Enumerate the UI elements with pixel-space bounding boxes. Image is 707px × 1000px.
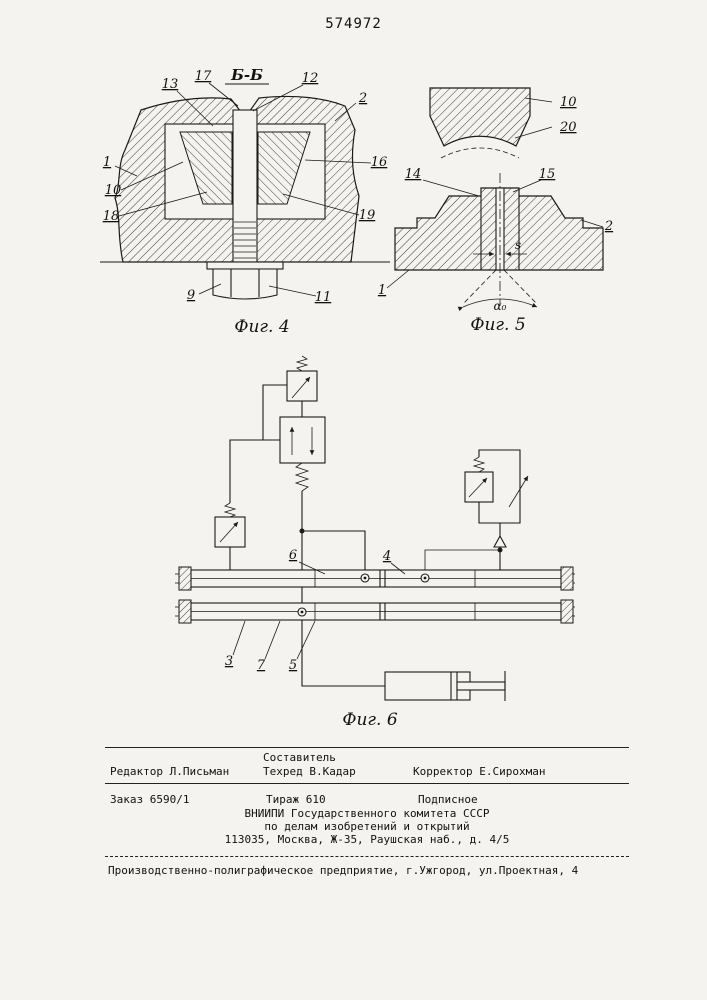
fig6-cylinder	[301, 620, 506, 701]
footer-rule-top	[105, 747, 629, 748]
fig5-label-10: 10	[560, 95, 577, 110]
fig5-label-2: 2	[604, 219, 613, 234]
fig5-caption: Фиг. 5	[470, 315, 526, 335]
fig6-left-relief-valve	[214, 439, 263, 570]
footer-rule-dashed	[105, 856, 629, 857]
fig4-label-18: 18	[103, 209, 120, 224]
footer-tirazh: Тираж 610	[266, 793, 326, 806]
fig4-label-11: 11	[315, 290, 332, 305]
fig6-label-7: 7	[257, 658, 266, 673]
patent-number: 574972	[325, 16, 382, 32]
fig4-label-17: 17	[195, 69, 212, 84]
fig4-washer	[206, 261, 284, 270]
fig5-dim-alpha0: α₀	[494, 299, 507, 313]
fig4-label-2: 2	[358, 91, 367, 106]
fig4-bolt-shaft	[232, 109, 258, 263]
fig4-threads	[234, 221, 256, 259]
fig6-label-4: 4	[382, 549, 391, 564]
fig4-label-16: 16	[371, 155, 388, 170]
footer-techred: Техред В.Кадар	[263, 765, 356, 778]
fig5-seat-arc	[440, 147, 520, 159]
footer-compiler-heading: Составитель	[263, 751, 336, 764]
fig6-upper-bar	[175, 566, 575, 591]
footer-printer-line: Производственно-полиграфическое предприя…	[108, 864, 579, 877]
fig4-section-label: Б-Б	[230, 66, 263, 84]
fig4-label-9: 9	[187, 288, 195, 303]
fig4-drawing: Б-Б	[100, 66, 390, 305]
footer-corrector: Корректор Е.Сирохман	[413, 765, 546, 778]
fig6-label-6: 6	[289, 548, 297, 563]
fig6-check-valve	[493, 534, 507, 548]
fig4-hex-head	[212, 268, 278, 300]
footer-org-line3: 113035, Москва, Ж-35, Раушская наб., д. …	[224, 833, 510, 846]
fig4-label-12: 12	[302, 71, 319, 86]
fig6-right-valve-group	[424, 449, 529, 574]
fig6-branch-line	[302, 530, 366, 574]
fig6-label-5: 5	[289, 658, 297, 673]
footer-podpisnoe: Подписное	[418, 793, 478, 806]
fig5-label-20: 20	[559, 120, 577, 135]
fig6-label-3: 3	[225, 654, 233, 669]
fig4-leaders	[114, 82, 372, 297]
fig4-caption: Фиг. 4	[234, 317, 290, 337]
fig5-label-14: 14	[405, 167, 422, 182]
fig4-label-1: 1	[103, 155, 111, 170]
footer-order: Заказ 6590/1	[110, 793, 190, 806]
fig6-caption: Фиг. 6	[342, 710, 398, 730]
fig4-label-13: 13	[162, 77, 179, 92]
footer-rule-mid	[105, 783, 629, 784]
footer-editor: Редактор Л.Письман	[110, 765, 230, 778]
fig5-head-piece	[429, 87, 531, 147]
fig4-label-10: 10	[105, 183, 122, 198]
fig5-dim-s: s	[515, 238, 521, 252]
fig5-drawing: s α₀ 10 20 14 15 2 1	[378, 87, 613, 313]
fig5-label-1: 1	[378, 283, 386, 298]
fig4-label-19: 19	[359, 208, 376, 223]
fig6-leaders	[232, 561, 406, 660]
fig5-leaders	[386, 97, 604, 289]
fig6-schematic: 6 4 3 7 5	[175, 355, 575, 701]
footer-org-line1: ВНИИПИ Государственного комитета СССР	[244, 807, 490, 820]
fig4-wedge-left	[179, 131, 233, 205]
footer-org-line2: по делам изобретений и открытий	[264, 820, 470, 833]
fig5-label-15: 15	[539, 167, 556, 182]
fig6-valve-stack	[262, 355, 326, 608]
fig6-lower-bar	[175, 599, 575, 624]
fig4-wedge-right	[257, 131, 311, 205]
